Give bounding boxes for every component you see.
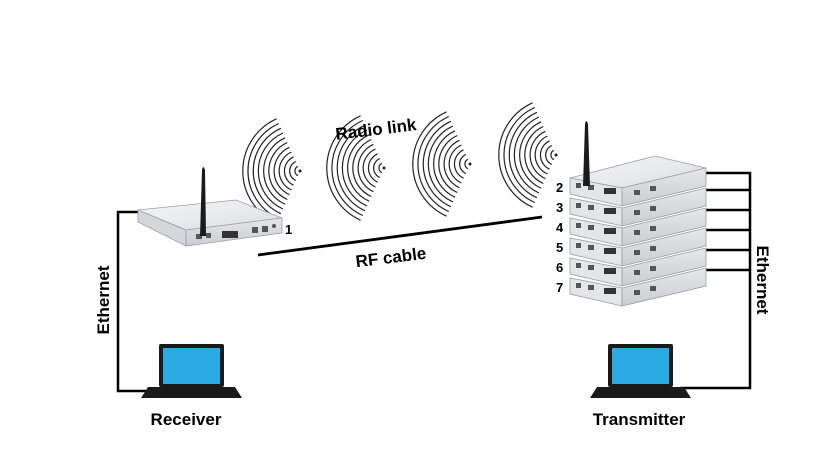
stack-port xyxy=(604,208,616,214)
stack-port xyxy=(604,228,616,234)
ethernet-label-left: Ethernet xyxy=(94,265,113,334)
stack-port xyxy=(604,268,616,274)
stack-side-face xyxy=(621,267,707,307)
stack-port xyxy=(634,210,640,215)
stack-port xyxy=(650,186,656,191)
stack-port xyxy=(576,183,581,188)
radio-wave-icon xyxy=(326,115,386,221)
stack-port xyxy=(588,285,594,290)
receiver-device-number: 1 xyxy=(285,222,292,237)
radio-wave-icon xyxy=(498,102,558,208)
stack-unit xyxy=(569,187,707,227)
stack-port xyxy=(604,188,616,194)
receiver-router xyxy=(137,167,283,247)
transmitter-stack xyxy=(569,155,707,307)
stack-device-number: 2 xyxy=(556,180,563,195)
stack-port xyxy=(604,288,616,294)
stack-port xyxy=(588,265,594,270)
stack-port xyxy=(588,225,594,230)
stack-port xyxy=(650,286,656,291)
stack-port xyxy=(634,230,640,235)
ethernet-label-right: Ethernet xyxy=(753,246,772,315)
radio-wave-icon xyxy=(242,102,558,224)
stack-device-number: 4 xyxy=(556,220,564,235)
stack-port xyxy=(576,223,581,228)
stack-side-face xyxy=(621,247,707,287)
stack-device-number: 5 xyxy=(556,240,563,255)
stack-unit xyxy=(569,247,707,287)
router-antenna xyxy=(200,167,206,236)
stack-port xyxy=(650,226,656,231)
stack-side-face xyxy=(621,227,707,267)
stack-port xyxy=(576,283,581,288)
stack-unit xyxy=(569,207,707,247)
router-ports xyxy=(196,224,276,239)
laptop-icon xyxy=(590,344,691,398)
stack-antenna xyxy=(583,121,590,186)
rf-cable-label: RF cable xyxy=(355,244,428,271)
stack-unit xyxy=(569,155,707,207)
stack-port xyxy=(588,245,594,250)
radio-wave-icon xyxy=(412,111,472,217)
transmitter-label: Transmitter xyxy=(593,410,686,429)
stack-side-face xyxy=(621,207,707,247)
stack-port xyxy=(604,248,616,254)
stack-port xyxy=(634,290,640,295)
stack-port xyxy=(576,203,581,208)
laptop-icon xyxy=(141,344,242,398)
ethernet-cable-right xyxy=(680,171,752,390)
stack-device-number: 7 xyxy=(556,280,563,295)
stack-device-number: 6 xyxy=(556,260,563,275)
stack-port xyxy=(650,206,656,211)
radio-wave-icon xyxy=(242,118,302,224)
ethernet-cable-left xyxy=(116,210,150,393)
radio-link-label: Radio link xyxy=(334,115,417,144)
stack-unit xyxy=(569,267,707,307)
stack-port xyxy=(588,185,594,190)
stack-unit xyxy=(569,227,707,267)
rf-cable xyxy=(257,215,543,257)
stack-port xyxy=(588,205,594,210)
stack-device-number: 3 xyxy=(556,200,563,215)
stack-device-numbers: 7 6 5 4 3 2 xyxy=(556,180,564,295)
stack-port xyxy=(650,246,656,251)
stack-side-face xyxy=(621,187,707,227)
stack-port xyxy=(650,266,656,271)
stack-port xyxy=(634,190,640,195)
stack-port xyxy=(634,270,640,275)
stack-port xyxy=(576,243,581,248)
stack-side-face xyxy=(621,167,707,207)
receiver-label: Receiver xyxy=(151,410,222,429)
stack-port xyxy=(576,263,581,268)
stack-port xyxy=(634,250,640,255)
